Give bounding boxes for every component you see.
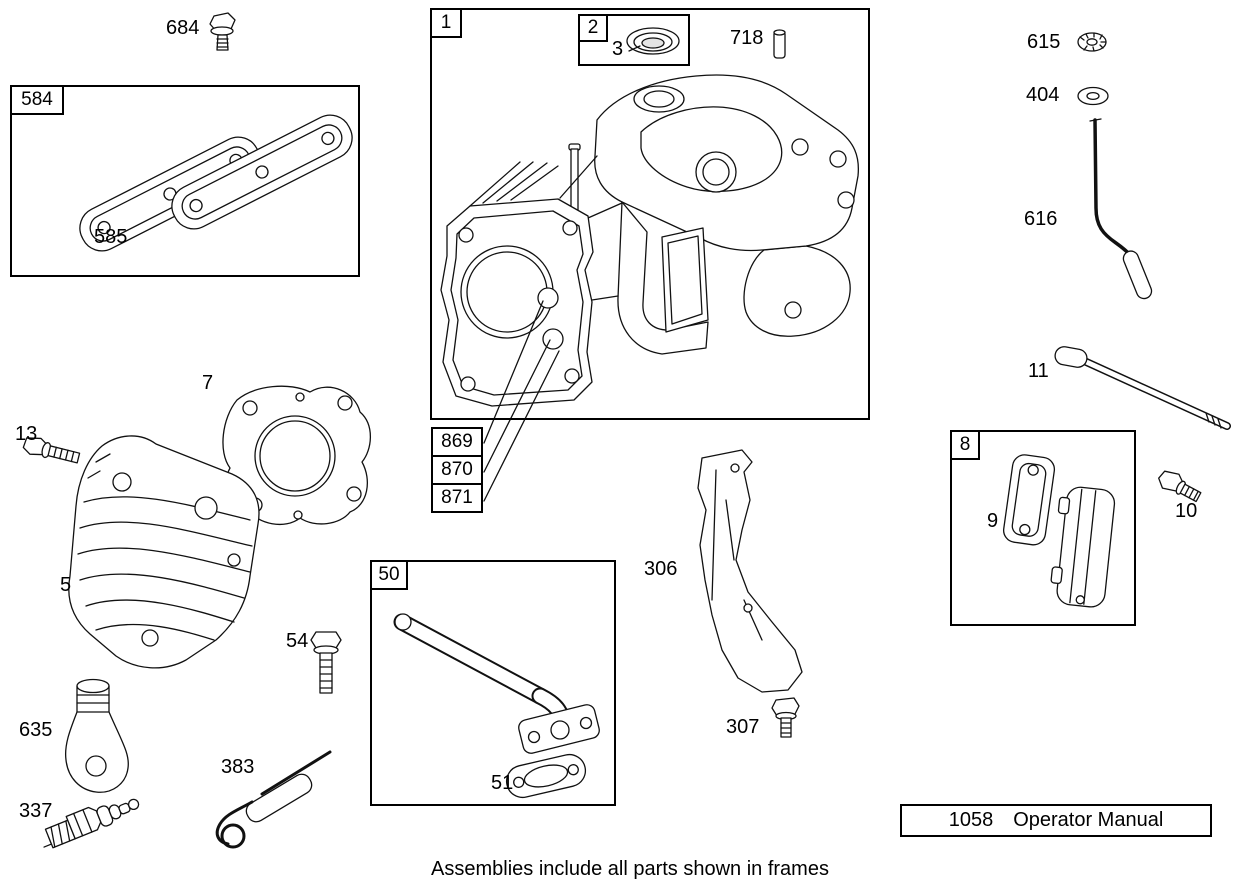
part-label-718: 718 bbox=[730, 27, 764, 49]
operator-manual-number: 1058 bbox=[948, 809, 994, 831]
part-3-oil-seal-drawing bbox=[626, 27, 680, 55]
part-label-51: 51 bbox=[491, 772, 514, 794]
frame-50-label: 50 bbox=[370, 560, 408, 590]
part-label-5: 5 bbox=[60, 574, 72, 596]
callout-stack: 869 870 871 bbox=[431, 427, 483, 513]
part-337-spark-plug-drawing bbox=[43, 798, 140, 849]
part-label-404: 404 bbox=[1026, 84, 1060, 106]
frame-584-label: 584 bbox=[10, 85, 64, 115]
operator-manual-title: Operator Manual bbox=[1013, 809, 1164, 831]
part-11-rod-drawing bbox=[1054, 346, 1231, 430]
part-label-383: 383 bbox=[221, 756, 255, 778]
part-51-gasket-drawing bbox=[505, 753, 587, 799]
part-label-13: 13 bbox=[15, 423, 38, 445]
part-label-615: 615 bbox=[1027, 31, 1061, 53]
part-616-dipstick-drawing bbox=[1089, 118, 1153, 300]
callout-871: 871 bbox=[431, 483, 483, 513]
part-label-616: 616 bbox=[1024, 208, 1058, 230]
part-label-7: 7 bbox=[202, 372, 214, 394]
part-label-337: 337 bbox=[19, 800, 53, 822]
frame-50 bbox=[370, 560, 616, 806]
part-label-11: 11 bbox=[1028, 360, 1049, 382]
callout-870: 870 bbox=[431, 455, 483, 485]
part-615-washer-drawing bbox=[1077, 32, 1107, 52]
frame-2-label: 2 bbox=[578, 14, 608, 42]
part-10-bolt-drawing bbox=[1158, 470, 1202, 503]
part-404-washer-drawing bbox=[1077, 86, 1109, 106]
part-label-306: 306 bbox=[644, 558, 678, 580]
frame-1 bbox=[430, 8, 870, 420]
frame-8 bbox=[950, 430, 1136, 626]
part-label-9: 9 bbox=[987, 510, 999, 532]
part-383-tool-drawing bbox=[215, 750, 332, 849]
part-label-54: 54 bbox=[286, 630, 309, 652]
part-label-307: 307 bbox=[726, 716, 760, 738]
footer-note: Assemblies include all parts shown in fr… bbox=[431, 858, 829, 880]
part-label-635: 635 bbox=[19, 719, 53, 741]
part-718-dowel-drawing bbox=[773, 29, 786, 59]
part-1-cylinder-assembly-drawing bbox=[440, 74, 860, 407]
frame-584 bbox=[10, 85, 360, 277]
part-635-breather-drawing bbox=[64, 678, 129, 793]
part-307-bolt-drawing bbox=[771, 697, 800, 738]
part-50-tube-drawing bbox=[393, 613, 600, 754]
part-label-684: 684 bbox=[166, 17, 200, 39]
part-label-585: 585 bbox=[94, 226, 128, 248]
frame-8-label: 8 bbox=[950, 430, 980, 460]
part-5-cylinder-head-drawing bbox=[68, 435, 260, 669]
part-306-shield-drawing bbox=[697, 449, 803, 693]
operator-manual-box: 1058 Operator Manual bbox=[900, 804, 1212, 837]
part-54-bolt-drawing bbox=[310, 631, 342, 694]
part-9-gasket-drawing bbox=[1002, 454, 1056, 546]
part-label-10: 10 bbox=[1175, 500, 1198, 522]
part-label-3: 3 bbox=[612, 38, 624, 60]
part-7-head-gasket-drawing bbox=[222, 385, 372, 526]
part-13-bolt-drawing bbox=[22, 437, 81, 464]
part-585-gaskets-drawing bbox=[79, 114, 353, 252]
part-684-bolt-drawing bbox=[209, 12, 236, 51]
frame-1-label: 1 bbox=[430, 8, 462, 38]
muffler-drawing bbox=[1050, 486, 1116, 608]
callout-869: 869 bbox=[431, 427, 483, 457]
